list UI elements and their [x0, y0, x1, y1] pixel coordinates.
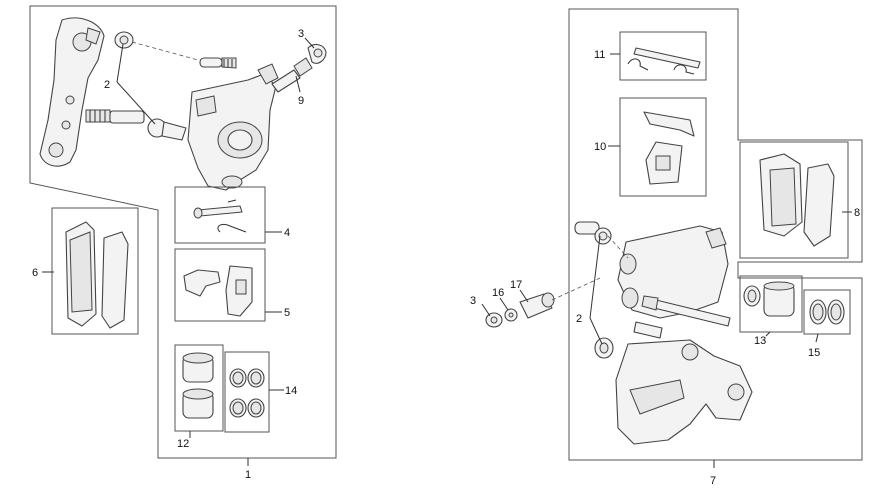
left-lower-slide-pin	[85, 109, 145, 124]
right-brake-pads	[759, 153, 835, 247]
left-pad-pin	[193, 205, 243, 219]
callout-3-right: 3	[470, 295, 476, 307]
leader-2-right-a	[589, 235, 601, 319]
kit-box-5	[174, 248, 266, 322]
kit-box-12	[174, 344, 224, 432]
right-bleeder-axis	[551, 277, 601, 301]
leader-2-right-b	[589, 317, 603, 345]
right-caliper-bracket	[615, 339, 753, 445]
right-pad-springs	[643, 111, 695, 185]
callout-1: 1	[245, 469, 251, 481]
leader-2-left-a	[116, 43, 124, 83]
right-lower-slide-pin	[641, 295, 731, 327]
callout-10: 10	[594, 141, 606, 153]
callout-2-left: 2	[104, 79, 110, 91]
left-brake-pads	[65, 221, 129, 329]
callout-7: 7	[710, 475, 716, 487]
leader-16	[499, 297, 509, 311]
right-bleeder-valve	[633, 321, 663, 339]
callout-8: 8	[854, 207, 860, 219]
callout-13: 13	[754, 335, 766, 347]
left-pad-spring	[183, 265, 253, 317]
kit-box-8	[739, 141, 849, 259]
callout-12: 12	[177, 438, 189, 450]
right-caliper-assembly-group: 11 10 8 13 15 2 3 16 17 7	[470, 8, 863, 487]
callout-6: 6	[32, 267, 38, 279]
left-pistons	[182, 352, 214, 419]
left-bleeder-valve	[271, 57, 313, 93]
left-assembly-frame	[29, 5, 337, 459]
right-bleeder-cap	[485, 312, 503, 328]
left-lower-boot	[147, 118, 187, 141]
leader-3-right	[481, 303, 491, 317]
callout-17: 17	[510, 279, 522, 291]
leader-15	[815, 333, 819, 343]
callout-3-left: 3	[298, 28, 304, 40]
kit-box-10	[619, 97, 707, 197]
right-caliper-body	[617, 225, 729, 319]
kit-box-4	[174, 186, 266, 244]
right-lower-boot	[594, 337, 614, 359]
leader-9	[295, 75, 301, 93]
callout-9: 9	[298, 95, 304, 107]
kit-box-14	[224, 351, 270, 433]
callout-5: 5	[284, 307, 290, 319]
right-pistons	[743, 281, 795, 317]
left-pad-pin-clip	[217, 199, 247, 233]
kit-box-6	[51, 207, 139, 335]
kit-box-13	[739, 275, 803, 333]
left-upper-boot	[114, 31, 134, 49]
right-pad-pin-and-clips	[627, 47, 701, 75]
right-bleeder-screw	[519, 292, 555, 319]
callout-16: 16	[492, 287, 504, 299]
left-caliper-body	[187, 63, 279, 191]
leader-13	[765, 331, 771, 337]
callout-15: 15	[808, 347, 820, 359]
left-caliper-bracket	[39, 17, 105, 167]
right-assembly-frame	[568, 8, 863, 461]
leader-2-left-b	[116, 81, 156, 125]
callout-2-right: 2	[576, 313, 582, 325]
right-washer	[504, 308, 518, 322]
right-upper-slide-pin	[574, 221, 612, 245]
right-piston-seals	[809, 299, 845, 325]
callout-14: 14	[285, 385, 297, 397]
right-pin-axis-upper	[607, 235, 629, 259]
leader-17	[519, 289, 529, 303]
left-upper-slide-pin	[199, 57, 237, 69]
left-pin-axis-upper	[131, 41, 199, 61]
callout-11: 11	[594, 49, 605, 61]
kit-box-15	[803, 289, 851, 335]
kit-box-11	[619, 31, 707, 81]
leader-3-left	[304, 37, 315, 49]
left-caliper-assembly-group: 2 3 9 4 5 6 12 14 1	[29, 5, 337, 481]
callout-4: 4	[284, 227, 290, 239]
left-bleeder-cap	[307, 43, 327, 64]
left-piston-seals	[229, 368, 265, 418]
